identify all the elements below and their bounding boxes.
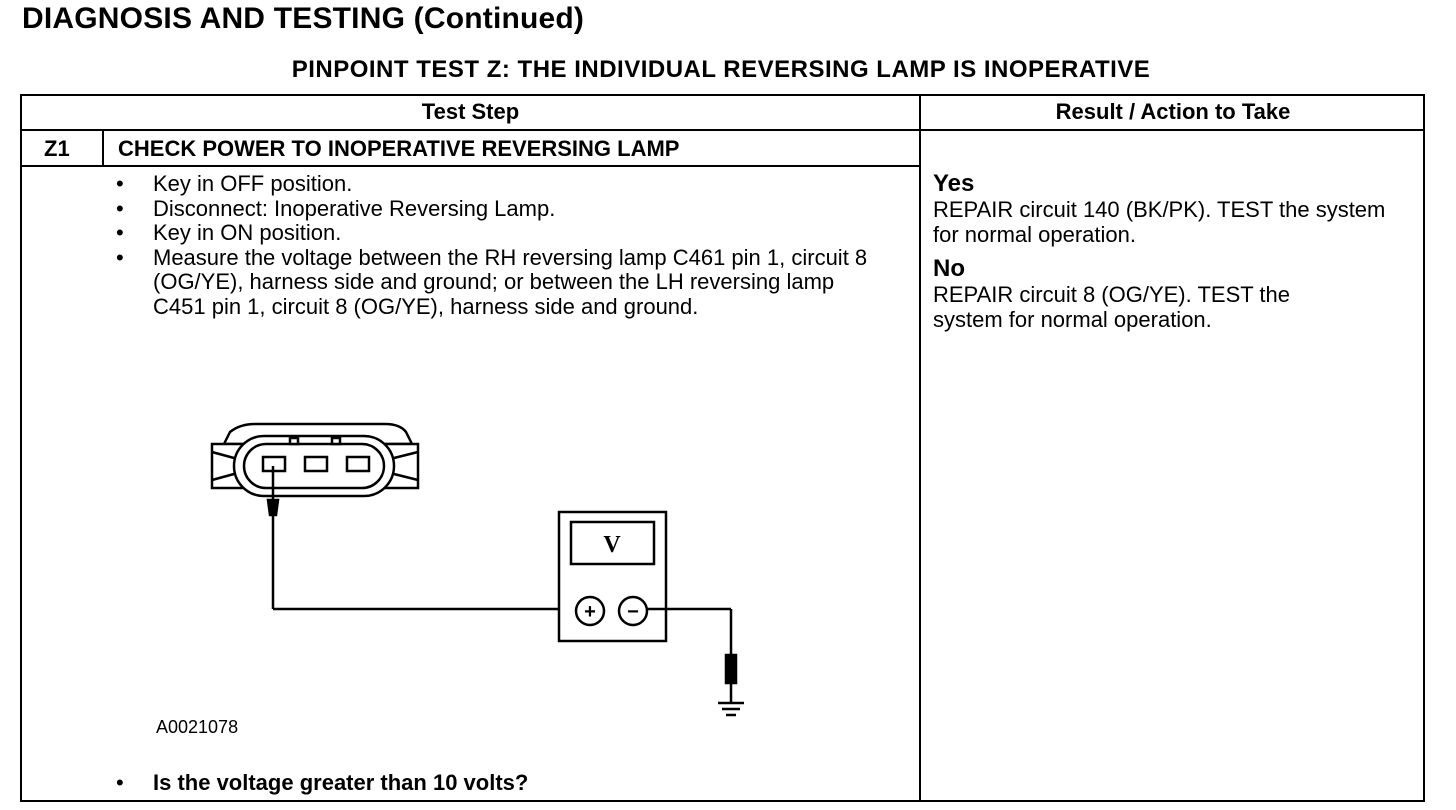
step-question: Is the voltage greater than 10 volts? bbox=[153, 770, 529, 795]
step-title-row bbox=[20, 129, 921, 167]
result-yes-action: REPAIR circuit 140 (BK/PK). TEST the sys… bbox=[933, 197, 1386, 247]
step-title: CHECK POWER TO INOPERATIVE REVERSING LAM… bbox=[118, 136, 680, 161]
result-yes-label: Yes bbox=[933, 170, 975, 197]
meter-symbol: V bbox=[603, 532, 621, 558]
list-item: Key in OFF position. bbox=[114, 171, 874, 197]
pinpoint-test-title: PINPOINT TEST Z: THE INDIVIDUAL REVERSIN… bbox=[291, 56, 1151, 83]
voltmeter-icon bbox=[557, 510, 668, 643]
figure-id: A0021078 bbox=[156, 717, 239, 737]
result-no-action: REPAIR circuit 8 (OG/YE). TEST the syste… bbox=[933, 282, 1290, 332]
connector-icon bbox=[210, 422, 420, 498]
step-id-divider bbox=[102, 129, 104, 167]
list-item: Key in ON position. bbox=[114, 220, 874, 246]
header-test-step: Test Step bbox=[421, 99, 520, 124]
results-panel: Yes REPAIR circuit 140 (BK/PK). TEST the… bbox=[933, 170, 1413, 332]
ground-lead bbox=[647, 607, 738, 703]
list-item: Measure the voltage between the RH rever… bbox=[114, 245, 869, 320]
step-instructions: Key in OFF position. Disconnect: Inopera… bbox=[114, 171, 874, 320]
meter-plus-terminal: + bbox=[584, 601, 596, 623]
header-result-action: Result / Action to Take bbox=[1055, 99, 1291, 124]
column-divider bbox=[919, 94, 921, 802]
step-question-bullet: • bbox=[116, 770, 124, 795]
test-probe-lead bbox=[266, 466, 575, 611]
result-yes: Yes REPAIR circuit 140 (BK/PK). TEST the… bbox=[933, 170, 1413, 247]
step-id: Z1 bbox=[44, 136, 70, 161]
meter-minus-terminal: − bbox=[627, 601, 639, 623]
ground-icon bbox=[718, 701, 744, 717]
list-item: Disconnect: Inoperative Reversing Lamp. bbox=[114, 196, 874, 222]
page-title: DIAGNOSIS AND TESTING (Continued) bbox=[22, 2, 585, 35]
result-no-label: No bbox=[933, 255, 965, 282]
result-no: No REPAIR circuit 8 (OG/YE). TEST the sy… bbox=[933, 255, 1413, 332]
